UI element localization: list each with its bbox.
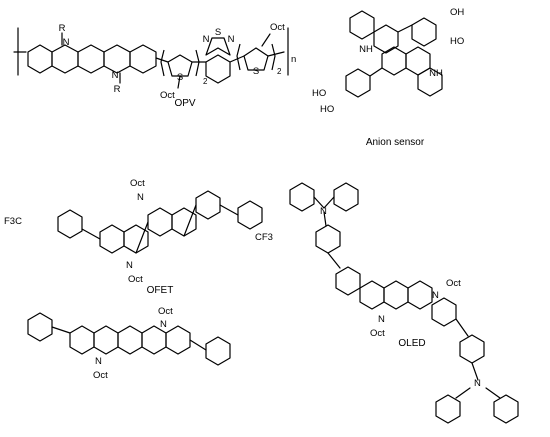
opv-label-s1: S — [177, 72, 183, 83]
ofet-label-oct1: Oct — [130, 178, 145, 189]
opv-label-r1: R — [59, 23, 66, 34]
anion-label-nh1: NH — [359, 44, 373, 55]
biphenyl-label-oct1: Oct — [158, 306, 173, 317]
anion-label-oh2: HO — [450, 36, 464, 47]
ofet-label-cf3-right: CF3 — [255, 232, 273, 243]
opv-label-n-index: n — [291, 54, 296, 65]
oled-label-n-bottom: N — [474, 378, 481, 389]
anion-label-nh2: NH — [429, 68, 443, 79]
anion-label-oh3: HO — [312, 88, 326, 99]
ofet-label-oct2: Oct — [128, 274, 143, 285]
ofet-label-cf3-left: F3C — [4, 216, 22, 227]
anion-label-oh1: OH — [450, 7, 464, 18]
ofet-label-n1: N — [137, 192, 144, 203]
opv-label-n1: N — [63, 37, 70, 48]
biphenyl-label-n1: N — [160, 319, 167, 330]
oled-structure — [289, 182, 519, 424]
opv-labels: R N N R S S N N S Oct Oct 2 2 n OPV — [59, 22, 297, 109]
biphenyl-carbazole-labels: Oct N N Oct — [93, 306, 173, 381]
opv-label-n2: N — [112, 70, 119, 81]
biphenyl-label-n2: N — [95, 356, 102, 367]
opv-label-oct2: Oct — [270, 22, 285, 33]
opv-label-sub1: 2 — [203, 77, 208, 86]
oled-label-n-top: N — [320, 206, 327, 217]
opv-label-oct1: Oct — [160, 90, 175, 101]
opv-polymer-structure — [13, 27, 289, 89]
ofet-caption: OFET — [147, 285, 174, 296]
opv-label-n4: N — [228, 34, 235, 45]
ofet-label-n2: N — [126, 260, 133, 271]
anion-sensor-labels: NH NH OH HO HO HO Anion sensor — [312, 7, 464, 148]
opv-label-sub2: 2 — [277, 67, 282, 76]
opv-label-r2: R — [114, 84, 121, 95]
oled-labels: N N Oct N Oct N OLED — [320, 206, 481, 389]
oled-label-oct2: Oct — [370, 328, 385, 339]
anion-sensor-caption: Anion sensor — [366, 137, 425, 148]
biphenyl-label-oct2: Oct — [93, 370, 108, 381]
oled-label-oct1: Oct — [446, 278, 461, 289]
opv-label-s2: S — [215, 27, 221, 38]
anion-label-oh4: HO — [320, 104, 334, 115]
oled-label-n2: N — [378, 314, 385, 325]
opv-label-n3: N — [203, 34, 210, 45]
opv-caption: OPV — [174, 98, 195, 109]
oled-label-n1: N — [432, 290, 439, 301]
ofet-structure — [57, 190, 263, 254]
biphenyl-carbazole-structure — [27, 312, 231, 366]
oled-caption: OLED — [398, 338, 425, 349]
ofet-labels: Oct N N Oct F3C CF3 OFET — [4, 178, 273, 296]
anion-sensor-structure — [345, 10, 443, 98]
opv-label-s3: S — [253, 66, 259, 77]
